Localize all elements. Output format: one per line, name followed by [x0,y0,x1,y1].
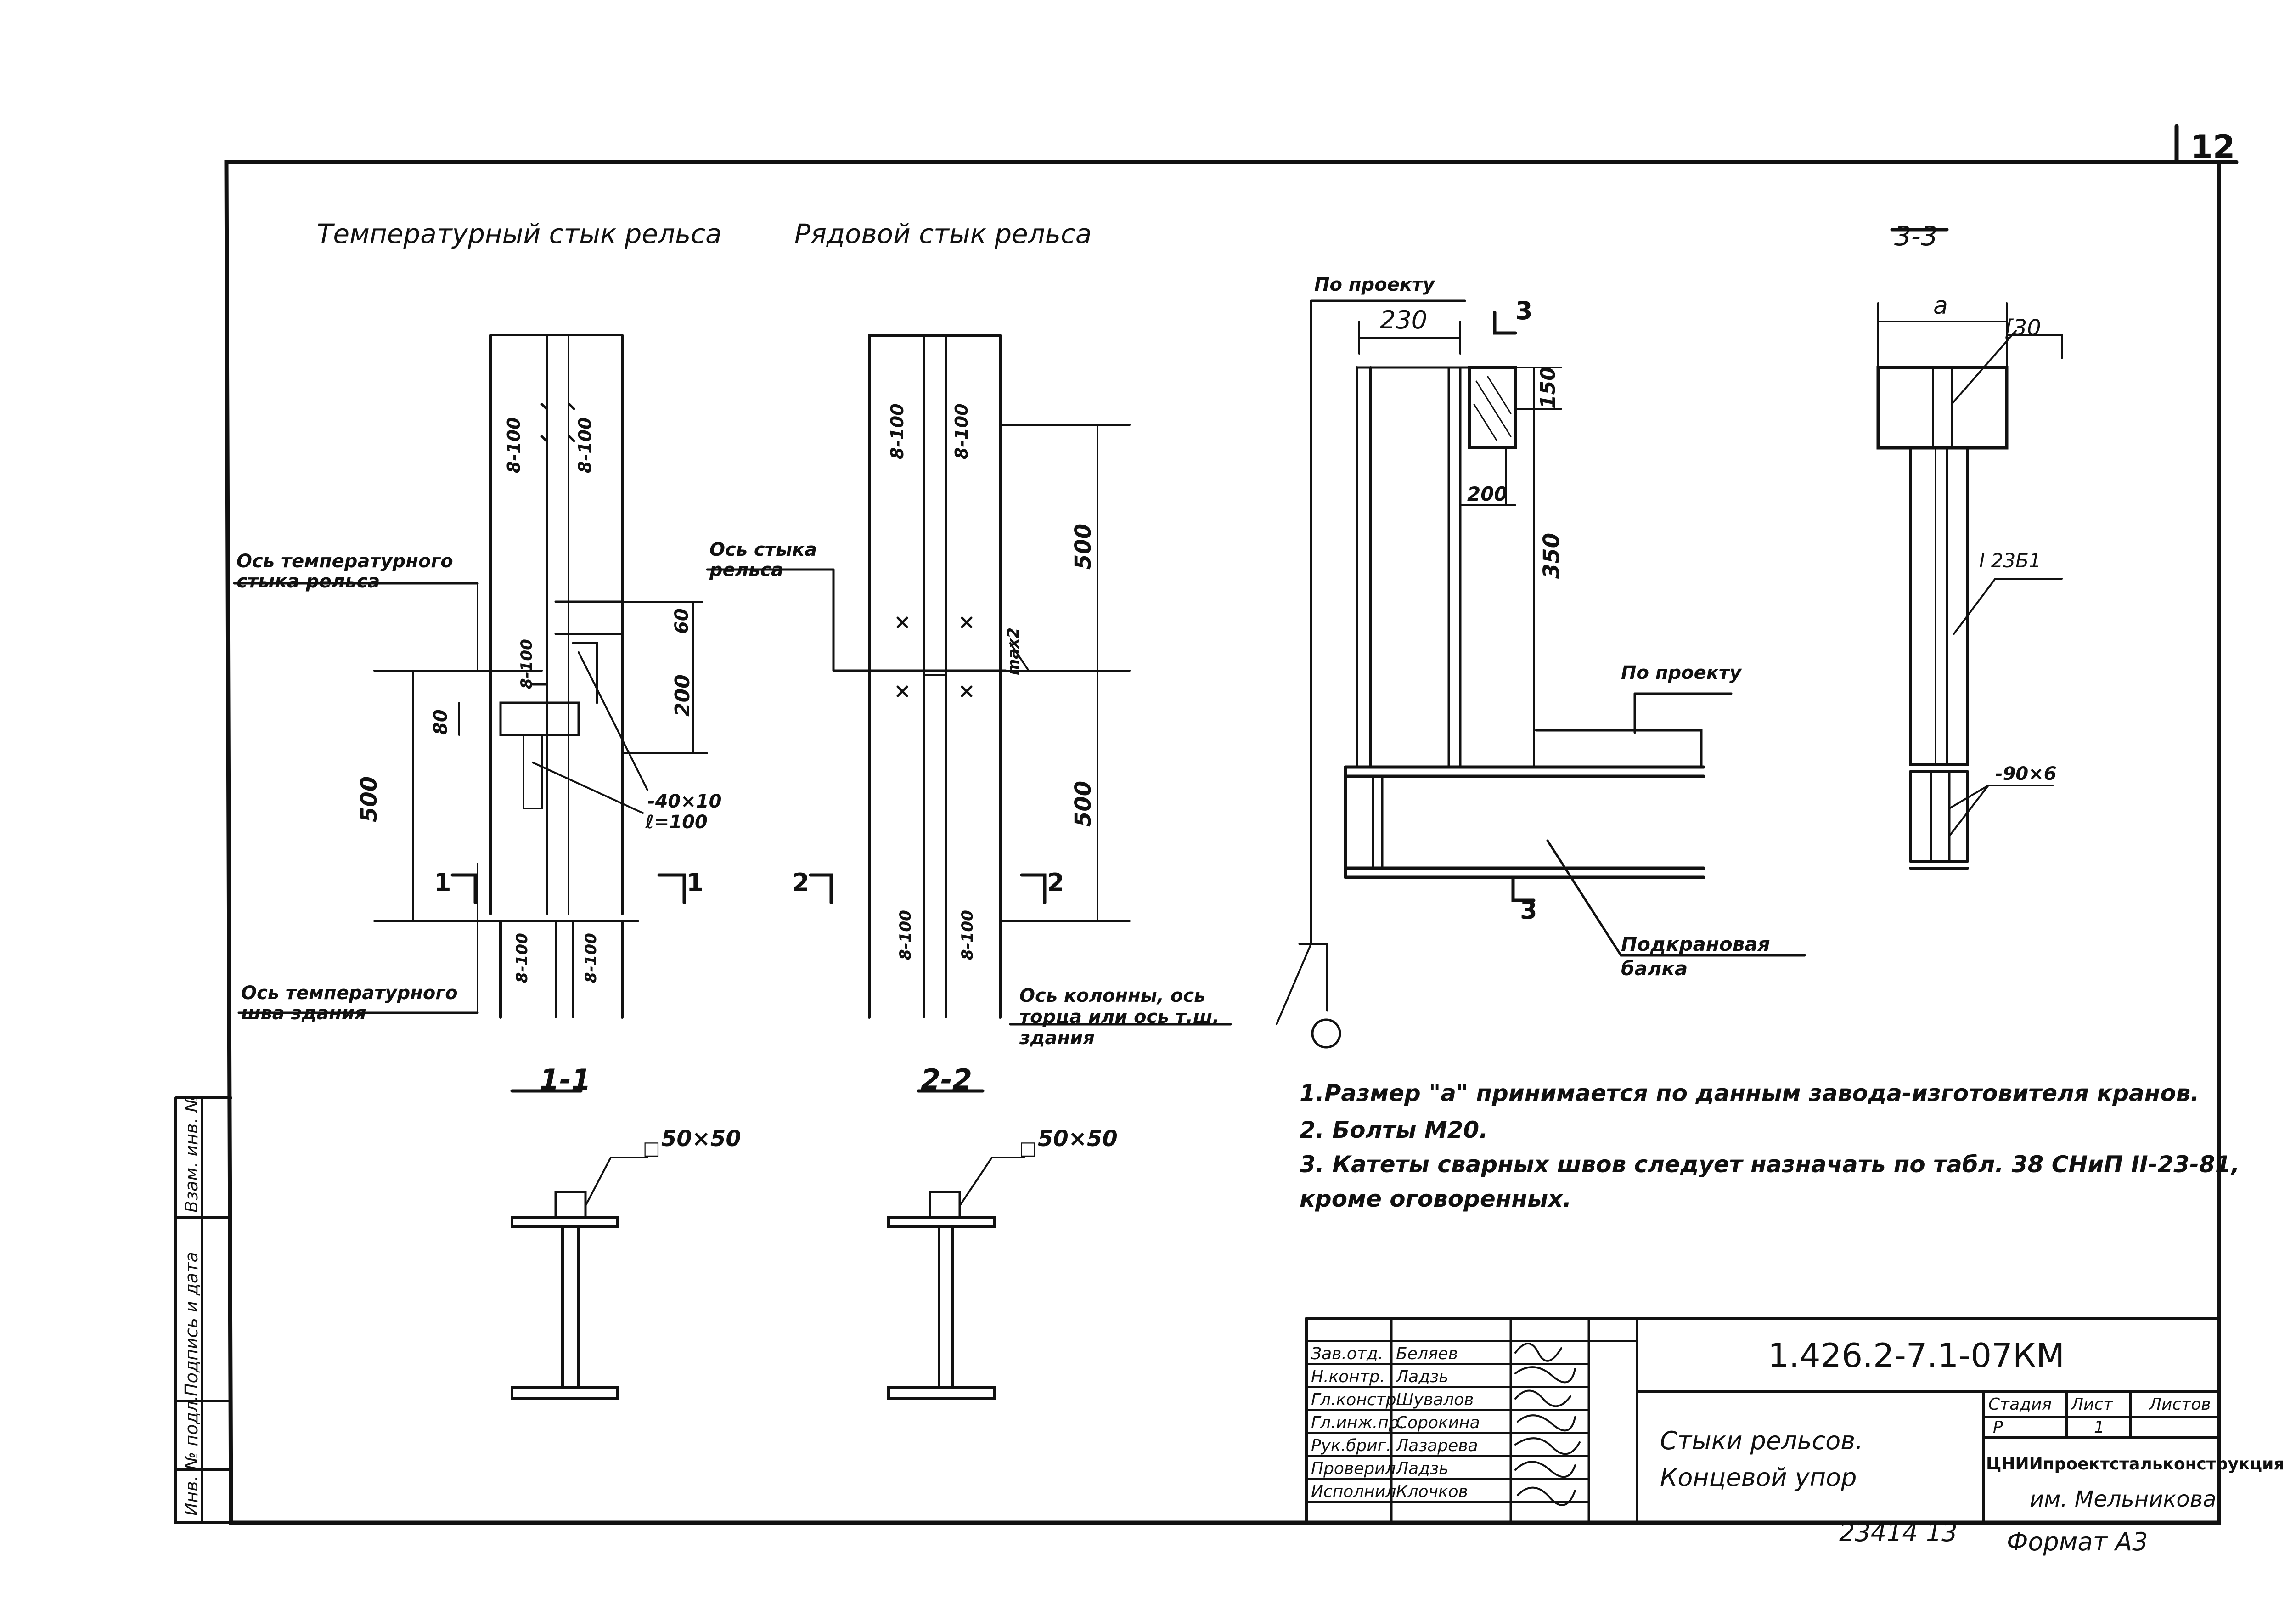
name-6: Ладзь [1396,1459,1449,1478]
sheet-number-box [2174,124,2239,164]
signatures [1514,1343,1581,1506]
sheets-header: Листов [2149,1395,2211,1414]
heading-section-2-2: 2-2 [921,1063,973,1096]
dim-200-joint: 200 [671,674,694,717]
label-square-1: 50×50 [661,1126,741,1152]
heading-section-1-1: 1-1 [540,1063,591,1096]
label-plate-40x10: -40×10 [647,791,722,812]
stage-value: Р [1993,1418,2003,1437]
dim-gap-max2: max2 [1004,627,1023,675]
label-square-2: 50×50 [1038,1126,1118,1152]
org-line2: им. Мельникова [2030,1486,2217,1512]
name-2: Ладзь [1396,1367,1449,1386]
name-4: Сорокина [1396,1413,1480,1432]
heading-section-3-3: 3-3 [1894,220,1938,252]
label-axis-temp-joint: Ось температурного стыка рельса [236,551,453,592]
role-6: Проверил [1311,1459,1396,1478]
label-dim-a: a [1933,292,1948,320]
weld-mark: 8-100 [958,910,977,960]
section-mark-1-right: 1 [687,868,704,897]
weld-mark: 8-100 [896,910,915,960]
org-line1: ЦНИИпроектстальконструкция [1986,1455,2285,1474]
name-3: Шувалов [1396,1390,1474,1409]
format-label: Формат А3 [2007,1527,2148,1556]
dim-230: 230 [1380,305,1428,334]
dim-80: 80 [430,709,451,735]
section-mark-2-right: 2 [1047,868,1064,897]
temp-joint-drawing [233,334,708,1019]
heading-temp-joint: Температурный стык рельса [317,218,722,249]
dim-500-upper: 500 [1070,523,1096,570]
sheet-value: 1 [2094,1418,2105,1437]
stage-header: Стадия [1988,1395,2052,1414]
role-5: Рук.бриг. [1311,1436,1392,1455]
sheet-number: 12 [2190,128,2235,166]
weld-mark: 8-100 [887,403,907,459]
note-3-cont: кроме оговоренных. [1300,1186,1572,1212]
side-stamp-sign: Подпись и дата [181,1252,202,1396]
label-axis-rail-joint: Ось стыка рельса [709,539,817,581]
section-1-1-drawing [510,1089,648,1400]
section-3-3-drawing [1876,228,2063,870]
label-channel: [30 [2004,315,2041,341]
label-i-beam: I 23Б1 [1979,549,2041,572]
weld-mark: 8-100 [575,417,595,473]
weld-mark: 8-100 [513,933,531,983]
row-joint-drawing [706,334,1232,1026]
section-mark-1-left: 1 [434,868,451,897]
label-axis-column: Ось колонны, ось торца или ось т.ш. здан… [1019,985,1220,1049]
weld-mark: 8-100 [582,933,600,983]
sheet-frame [224,160,2221,1525]
label-crane-beam: Подкрановая балка [1621,933,1770,980]
inv-number: 23414 13 [1839,1518,1958,1547]
label-axis-temp-seam: Ось температурного шва здания [241,983,458,1024]
note-3: 3. Катеты сварных швов следует назначать… [1300,1151,2240,1178]
weld-mark: 8-100 [504,417,524,473]
doc-code: 1.426.2-7.1-07КМ [1768,1336,2065,1375]
label-plate-length: ℓ=100 [645,812,708,833]
square-icon-2: □ [1019,1138,1037,1159]
section-mark-3-bottom: 3 [1520,896,1537,925]
side-stamp-replace: Взам. инв. № [181,1094,202,1213]
side-stamp-inv: Инв. № подл. [181,1395,202,1516]
title-block-grid [1305,1317,2220,1524]
crane-beam [1344,765,1705,879]
section-2-2-drawing [887,1089,1025,1400]
role-1: Зав.отд. [1311,1344,1384,1363]
weld-mark: 8-100 [518,639,536,689]
dim-150: 150 [1536,367,1560,409]
label-plate-90x6: -90×6 [1995,763,2057,785]
name-7: Клочков [1396,1482,1468,1501]
end-stop-drawing [1276,299,1806,1049]
role-3: Гл.констр. [1311,1390,1401,1409]
column-axis-circle [1311,1018,1341,1049]
stop-block [1468,366,1517,449]
name-5: Лазарева [1396,1436,1478,1455]
role-4: Гл.инж.пр. [1311,1413,1405,1432]
heading-row-joint: Рядовой стык рельса [794,218,1092,249]
role-2: Н.контр. [1311,1367,1385,1386]
section-mark-3-top: 3 [1515,296,1533,325]
dim-500-lower: 500 [1070,780,1096,827]
name-1: Беляев [1396,1344,1458,1363]
doc-title-line1: Стыки рельсов. [1660,1426,1863,1455]
dim-60: 60 [671,608,692,634]
square-icon-1: □ [643,1138,660,1159]
section-mark-2-left: 2 [792,868,810,897]
label-per-project-1: По проекту [1314,274,1435,295]
dim-500-left: 500 [356,776,382,822]
weld-mark: 8-100 [951,403,972,459]
side-stamp-frame [174,1096,232,1524]
note-1: 1.Размер "a" принимается по данным завод… [1300,1080,2200,1107]
note-2: 2. Болты М20. [1300,1117,1488,1143]
label-per-project-2: По проекту [1621,662,1742,683]
dim-200: 200 [1467,483,1508,505]
sheet-header: Лист [2071,1395,2113,1414]
role-7: Исполнил [1311,1482,1396,1501]
doc-title-line2: Концевой упор [1660,1463,1857,1492]
dim-350: 350 [1539,532,1564,579]
